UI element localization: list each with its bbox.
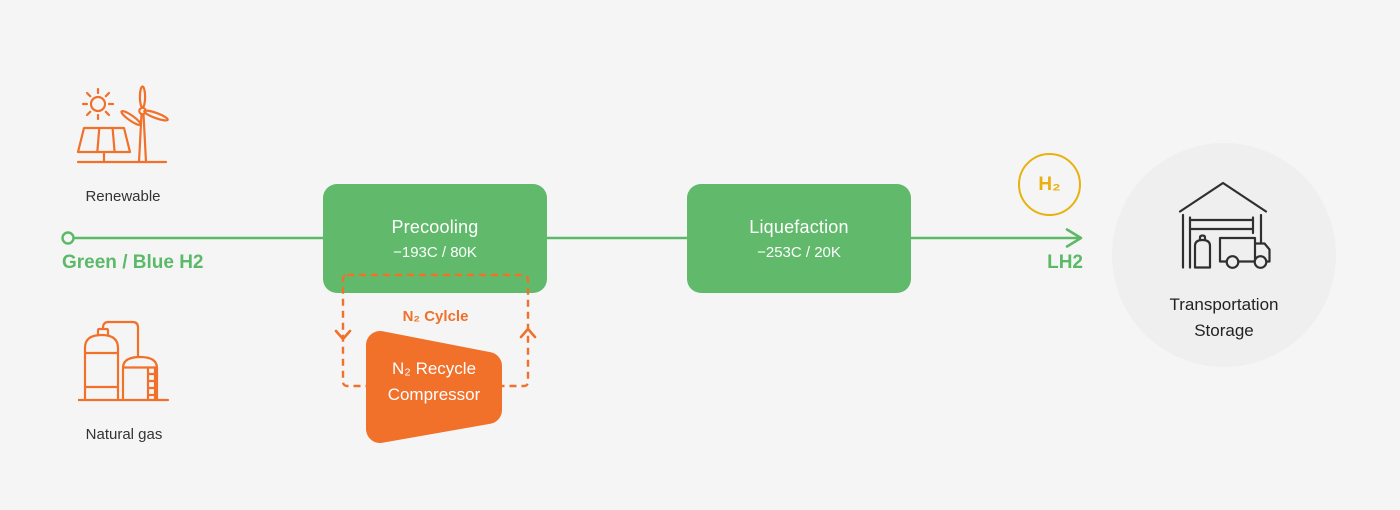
- destination-label-line2: Storage: [1194, 321, 1254, 340]
- flow-arrowhead-icon: [1065, 228, 1083, 248]
- input-stream-label: Green / Blue H2: [62, 252, 204, 273]
- compressor-label-line2: Compressor: [387, 385, 481, 404]
- stage-detail: −253C / 20K: [757, 243, 841, 261]
- destination-circle: [1112, 143, 1336, 367]
- flow-start-node-icon: [61, 231, 75, 245]
- n2-cycle-label: N₂ Cylcle: [402, 308, 469, 325]
- stage-liquefaction: Liquefaction −253C / 20K: [687, 184, 911, 293]
- loop-up-arrow-icon: [519, 327, 537, 339]
- renewable-label: Renewable: [85, 188, 161, 205]
- natural-gas-label: Natural gas: [85, 426, 163, 443]
- destination-label-line1: Transportation: [1169, 295, 1279, 314]
- warehouse-truck-icon: [1178, 181, 1271, 269]
- stage-name: Liquefaction: [749, 216, 849, 237]
- stage-detail: −193C / 80K: [393, 243, 477, 261]
- h2-badge-text: H₂: [1038, 173, 1061, 195]
- stage-name: Precooling: [391, 216, 479, 237]
- natural-gas-plant-icon: [78, 320, 170, 402]
- compressor-label-line1: N₂ Recycle: [391, 359, 477, 378]
- loop-down-arrow-icon: [334, 329, 352, 341]
- renewable-energy-icon: [76, 85, 169, 164]
- output-stream-label: LH2: [1047, 252, 1083, 273]
- h2-badge: H₂: [1018, 153, 1081, 216]
- compressor-label: N₂ Recycle Compressor: [366, 356, 502, 408]
- stage-precooling: Precooling −193C / 80K: [323, 184, 547, 293]
- destination-label: Transportation Storage: [1112, 292, 1336, 344]
